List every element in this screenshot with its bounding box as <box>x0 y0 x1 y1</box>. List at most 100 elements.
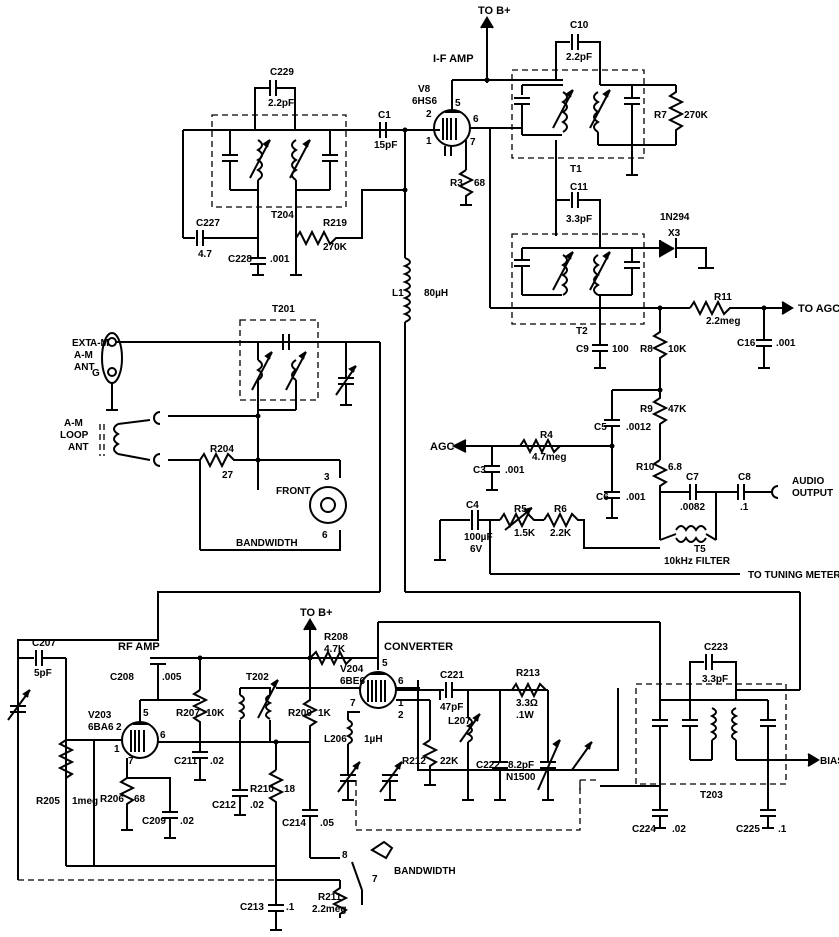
v203-ref: V203 <box>88 710 112 721</box>
switch-pin8: 8 <box>342 850 348 861</box>
if-amp-label: I-F AMP <box>433 53 474 65</box>
ext-ant-1: EXT <box>72 338 91 349</box>
c8-label: C8 <box>738 472 751 483</box>
antenna-section: EXT A-M ANT A-M G T201 A-M LOOP ANT R20 <box>60 304 381 592</box>
c213-label: C213 <box>240 902 264 913</box>
r219-value: 270K <box>323 242 348 253</box>
front-label: FRONT <box>276 486 310 497</box>
c5-value: .0012 <box>626 422 651 433</box>
ext-ant-3: ANT <box>74 362 95 373</box>
r5-value: 1.5K <box>514 528 536 539</box>
c229-label: C229 <box>270 67 294 78</box>
r8-label: R8 <box>640 344 653 355</box>
converter-section: CONVERTER V204 6BE6 5 6 7 1 2 L206 1µH <box>276 621 660 831</box>
c16-label: C16 <box>737 338 756 349</box>
r4-label: R4 <box>540 430 553 441</box>
c9-label: C9 <box>576 344 589 355</box>
rf-amp-section: C207 5pF R205 1meg RF AMP C208 .005 V203… <box>7 591 456 931</box>
l1-value: 80µH <box>424 288 448 299</box>
x3-type: 1N294 <box>660 212 690 223</box>
v204-tube <box>359 671 397 709</box>
r11-label: R11 <box>714 292 732 303</box>
r206-label: R206 <box>100 794 124 805</box>
loop-label-2: LOOP <box>60 430 89 441</box>
c224-label: C224 <box>632 824 656 835</box>
c207-label: C207 <box>32 638 56 649</box>
v203-pin6: 6 <box>160 730 166 741</box>
loop-label-3: ANT <box>68 442 89 453</box>
r6-value: 2.2K <box>550 528 572 539</box>
bandwidth-switch-front[interactable] <box>309 486 347 524</box>
x3-label: X3 <box>668 228 681 239</box>
switch-pin6: 6 <box>322 530 328 541</box>
rf-amp-label: RF AMP <box>118 641 160 653</box>
c4-label: C4 <box>466 500 479 511</box>
v203-pin1: 1 <box>114 744 120 755</box>
t203-label: T203 <box>700 790 723 801</box>
r10-value: 6.8 <box>668 462 682 473</box>
v8-ref: V8 <box>418 84 431 95</box>
to-b-plus-bottom: TO B+ <box>300 607 333 619</box>
r9-label: R9 <box>640 404 653 415</box>
c6-value: .001 <box>626 492 646 503</box>
c223-value: 3.3pF <box>702 674 728 685</box>
t204-section: C229 2.2pF C227 4.7 T204 C228 .001 R219 … <box>182 67 430 276</box>
bandwidth-switch-bottom[interactable] <box>370 840 394 860</box>
ext-g-terminal: G <box>92 368 100 379</box>
r9-value: 47K <box>668 404 687 415</box>
c5-label: C5 <box>594 422 607 433</box>
v204-pin5: 5 <box>382 658 388 669</box>
r219-label: R219 <box>323 218 347 229</box>
v204-pin2: 2 <box>398 710 404 721</box>
c228-label: C228 <box>228 254 252 265</box>
t201-shield <box>239 319 319 401</box>
r207-label: R207 <box>176 708 200 719</box>
t2-label: T2 <box>576 326 588 337</box>
r213-value-1: 3.3Ω <box>516 698 538 709</box>
r7-value: 270K <box>684 110 709 121</box>
c11-label: C11 <box>570 182 588 193</box>
c228-value: .001 <box>270 254 290 265</box>
r213-label: R213 <box>516 668 540 679</box>
c1-value: 15pF <box>374 140 397 151</box>
c225-label: C225 <box>736 824 760 835</box>
c3-label: C3 <box>473 465 486 476</box>
c221-label: C221 <box>440 670 464 681</box>
v203-type: 6BA6 <box>88 722 114 733</box>
switch-pin3: 3 <box>324 472 330 483</box>
l1-coil: L1 80µH <box>392 257 801 690</box>
v204-pin6: 6 <box>398 676 404 687</box>
c229-value: 2.2pF <box>268 98 294 109</box>
bandwidth-bottom-label: BANDWIDTH <box>394 866 456 877</box>
t5-label: T5 <box>694 544 706 555</box>
v8-type: 6HS6 <box>412 96 437 107</box>
v8-tube: I-F AMP V8 6HS6 5 2 6 1 7 R3 68 <box>412 53 490 206</box>
c212-value: .02 <box>250 800 264 811</box>
c213-value: .1 <box>286 902 295 913</box>
l206-value: 1µH <box>364 734 383 745</box>
r210-value: 18 <box>284 784 296 795</box>
t202-label: T202 <box>246 672 269 683</box>
c221-value: 47pF <box>440 702 463 713</box>
r8-value: 10K <box>668 344 687 355</box>
c227-label: C227 <box>196 218 220 229</box>
r212-label: R212 <box>402 756 426 767</box>
t203-shield <box>635 683 787 785</box>
c7-label: C7 <box>686 472 699 483</box>
r11-value: 2.2meg <box>706 316 740 327</box>
filter-label: 10kHz FILTER <box>664 556 731 567</box>
tuning-meter-label: TO TUNING METER <box>748 570 839 581</box>
c10-label: C10 <box>570 20 589 31</box>
v204-ref: V204 <box>340 664 364 675</box>
r5-label: R5 <box>514 504 527 515</box>
r208-label: R208 <box>324 632 348 643</box>
c208-value: .005 <box>162 672 182 683</box>
c1-label: C1 <box>378 110 391 121</box>
c4-value-1: 100µF <box>464 532 493 543</box>
v8-pin6: 6 <box>473 114 479 125</box>
r10-label: R10 <box>636 462 655 473</box>
c223-label: C223 <box>704 642 728 653</box>
v204-pin1: 1 <box>398 698 404 709</box>
c224-value: .02 <box>672 824 686 835</box>
